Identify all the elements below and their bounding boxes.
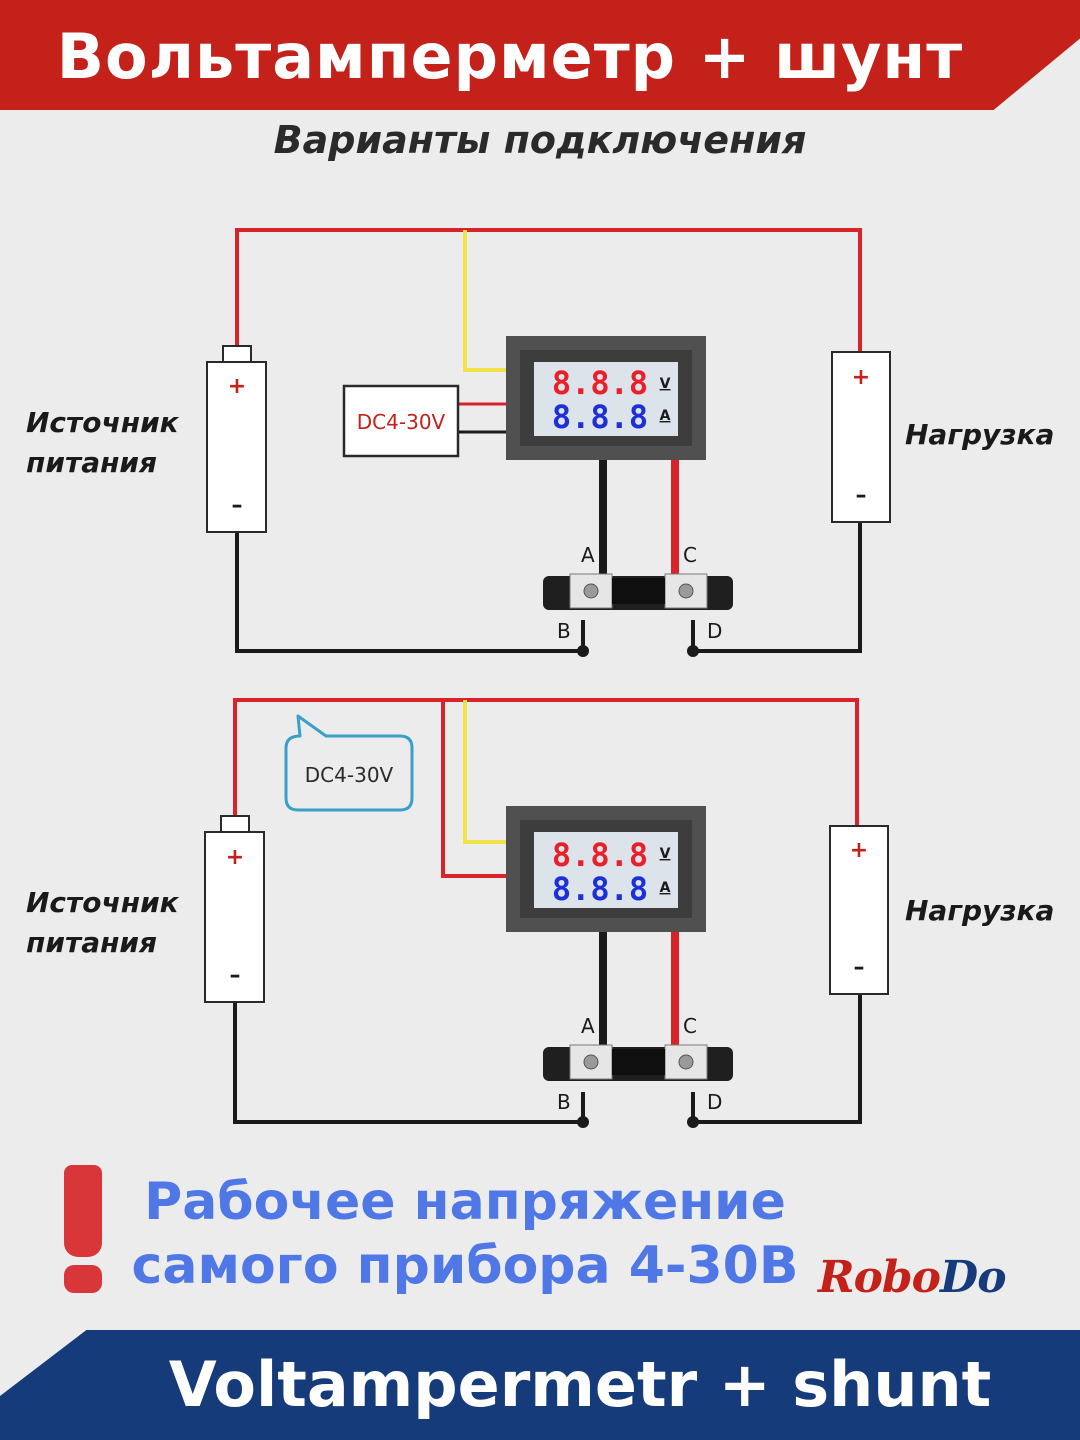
warning-line-2: самого прибора 4-30В [131, 1236, 799, 1296]
power-source-label: Источник питания [26, 886, 188, 959]
load-label: Нагрузка [905, 418, 1054, 451]
battery-minus-label: – [232, 493, 243, 518]
shunt-resistor [543, 573, 733, 610]
terminal-a-label: A [581, 543, 595, 567]
header-banner: Вольтамперметр + шунт [0, 0, 1080, 110]
black-negative-wire [235, 532, 585, 653]
amp-digits: 8.8.8 [552, 870, 648, 908]
yellow-sense-wire [463, 230, 508, 372]
terminal-d-label: D [707, 619, 722, 643]
load-block: + – [831, 351, 891, 523]
footer-title: Voltampermetr + shunt [168, 1348, 992, 1421]
warning-exclamation-icon [60, 1165, 106, 1295]
diagram-2-wires [233, 698, 862, 1124]
volt-digits: 8.8.8 [552, 836, 648, 874]
volt-digits: 8.8.8 [552, 364, 648, 402]
battery-cap [220, 815, 250, 833]
power-source-label-line2: питания [26, 446, 157, 479]
load-body [831, 351, 891, 523]
shunt-element [612, 1049, 665, 1075]
amp-unit: A [660, 880, 671, 896]
terminal-c-label: C [683, 1014, 697, 1038]
shunt-screw-left [583, 1054, 599, 1070]
diagram-1-wires [235, 228, 862, 653]
junction-dot-b [577, 1116, 589, 1128]
battery-plus-label: + [228, 374, 246, 399]
diagram-subtitle: Варианты подключения [273, 118, 807, 162]
black-load-return-wire [691, 522, 862, 653]
black-load-return-wire [691, 994, 862, 1124]
red-meter-power-wire [441, 700, 508, 878]
power-note-callout: DC4-30V [284, 714, 414, 812]
shunt-screw-left [583, 583, 599, 599]
battery-body [204, 831, 265, 1003]
exclamation-bar [64, 1165, 102, 1257]
battery-cap [222, 345, 252, 363]
logo-part-2: Do [940, 1252, 1007, 1303]
shunt-element [612, 578, 665, 604]
power-source-label-line1: Источник [26, 886, 180, 919]
power-source-label: Источник питания [26, 406, 188, 479]
volt-unit: V [660, 376, 671, 392]
red-positive-wire [233, 698, 859, 826]
yellow-sense-wire [463, 700, 508, 844]
load-minus-label: – [856, 483, 867, 508]
terminal-d-label: D [707, 1090, 722, 1114]
power-note-box [342, 384, 460, 458]
power-source-label-line2: питания [26, 926, 157, 959]
robodo-logo: RoboDo [818, 1252, 1007, 1303]
load-block: + – [829, 825, 889, 995]
exclamation-dot [64, 1265, 102, 1293]
wiring-diagram-2: DC4-30V + – Источник питания + – Нагрузк… [26, 698, 1054, 1128]
meter-screen [534, 362, 678, 436]
shunt-resistor [543, 1044, 733, 1081]
voltage-warning: Рабочее напряжение самого прибора 4-30В [120, 1170, 810, 1298]
footer-banner: Voltampermetr + shunt [0, 1330, 1080, 1440]
load-plus-label: + [850, 838, 868, 863]
power-source-battery: + – [206, 345, 267, 533]
meter-screen [534, 832, 678, 908]
amp-unit: A [660, 408, 671, 424]
load-minus-label: – [854, 955, 865, 980]
junction-dot-d [687, 1116, 699, 1128]
warning-line-1: Рабочее напряжение [144, 1172, 786, 1232]
voltammeter-display: 8.8.8 8.8.8 V A [506, 336, 706, 460]
power-note-label: DC4-30V [357, 410, 446, 434]
power-source-battery: + – [204, 815, 265, 1003]
header-title: Вольтамперметр + шунт [56, 20, 964, 93]
terminal-a-label: A [581, 1014, 595, 1038]
junction-dot-b [577, 645, 589, 657]
terminal-c-label: C [683, 543, 697, 567]
terminal-b-label: B [557, 619, 571, 643]
voltammeter-display: 8.8.8 8.8.8 V A [506, 806, 706, 932]
load-plus-label: + [852, 365, 870, 390]
shunt-screw-right [678, 1054, 694, 1070]
battery-minus-label: – [230, 963, 241, 988]
junction-dot-d [687, 645, 699, 657]
load-label: Нагрузка [905, 894, 1054, 927]
callout-label: DC4-30V [305, 763, 394, 787]
callout-bubble [284, 714, 414, 812]
wiring-diagram-1: + – Источник питания + – Нагрузка DC4-30… [26, 228, 1054, 657]
black-negative-wire [233, 1002, 585, 1124]
battery-body [206, 361, 267, 533]
amp-digits: 8.8.8 [552, 398, 648, 436]
shunt-terminal-left [569, 1044, 613, 1080]
terminal-b-label: B [557, 1090, 571, 1114]
load-body [829, 825, 889, 995]
logo-part-1: Robo [818, 1252, 941, 1303]
red-positive-wire [235, 228, 862, 352]
shunt-screw-right [678, 583, 694, 599]
volt-unit: V [660, 846, 671, 862]
power-source-label-line1: Источник [26, 406, 180, 439]
battery-plus-label: + [226, 845, 244, 870]
